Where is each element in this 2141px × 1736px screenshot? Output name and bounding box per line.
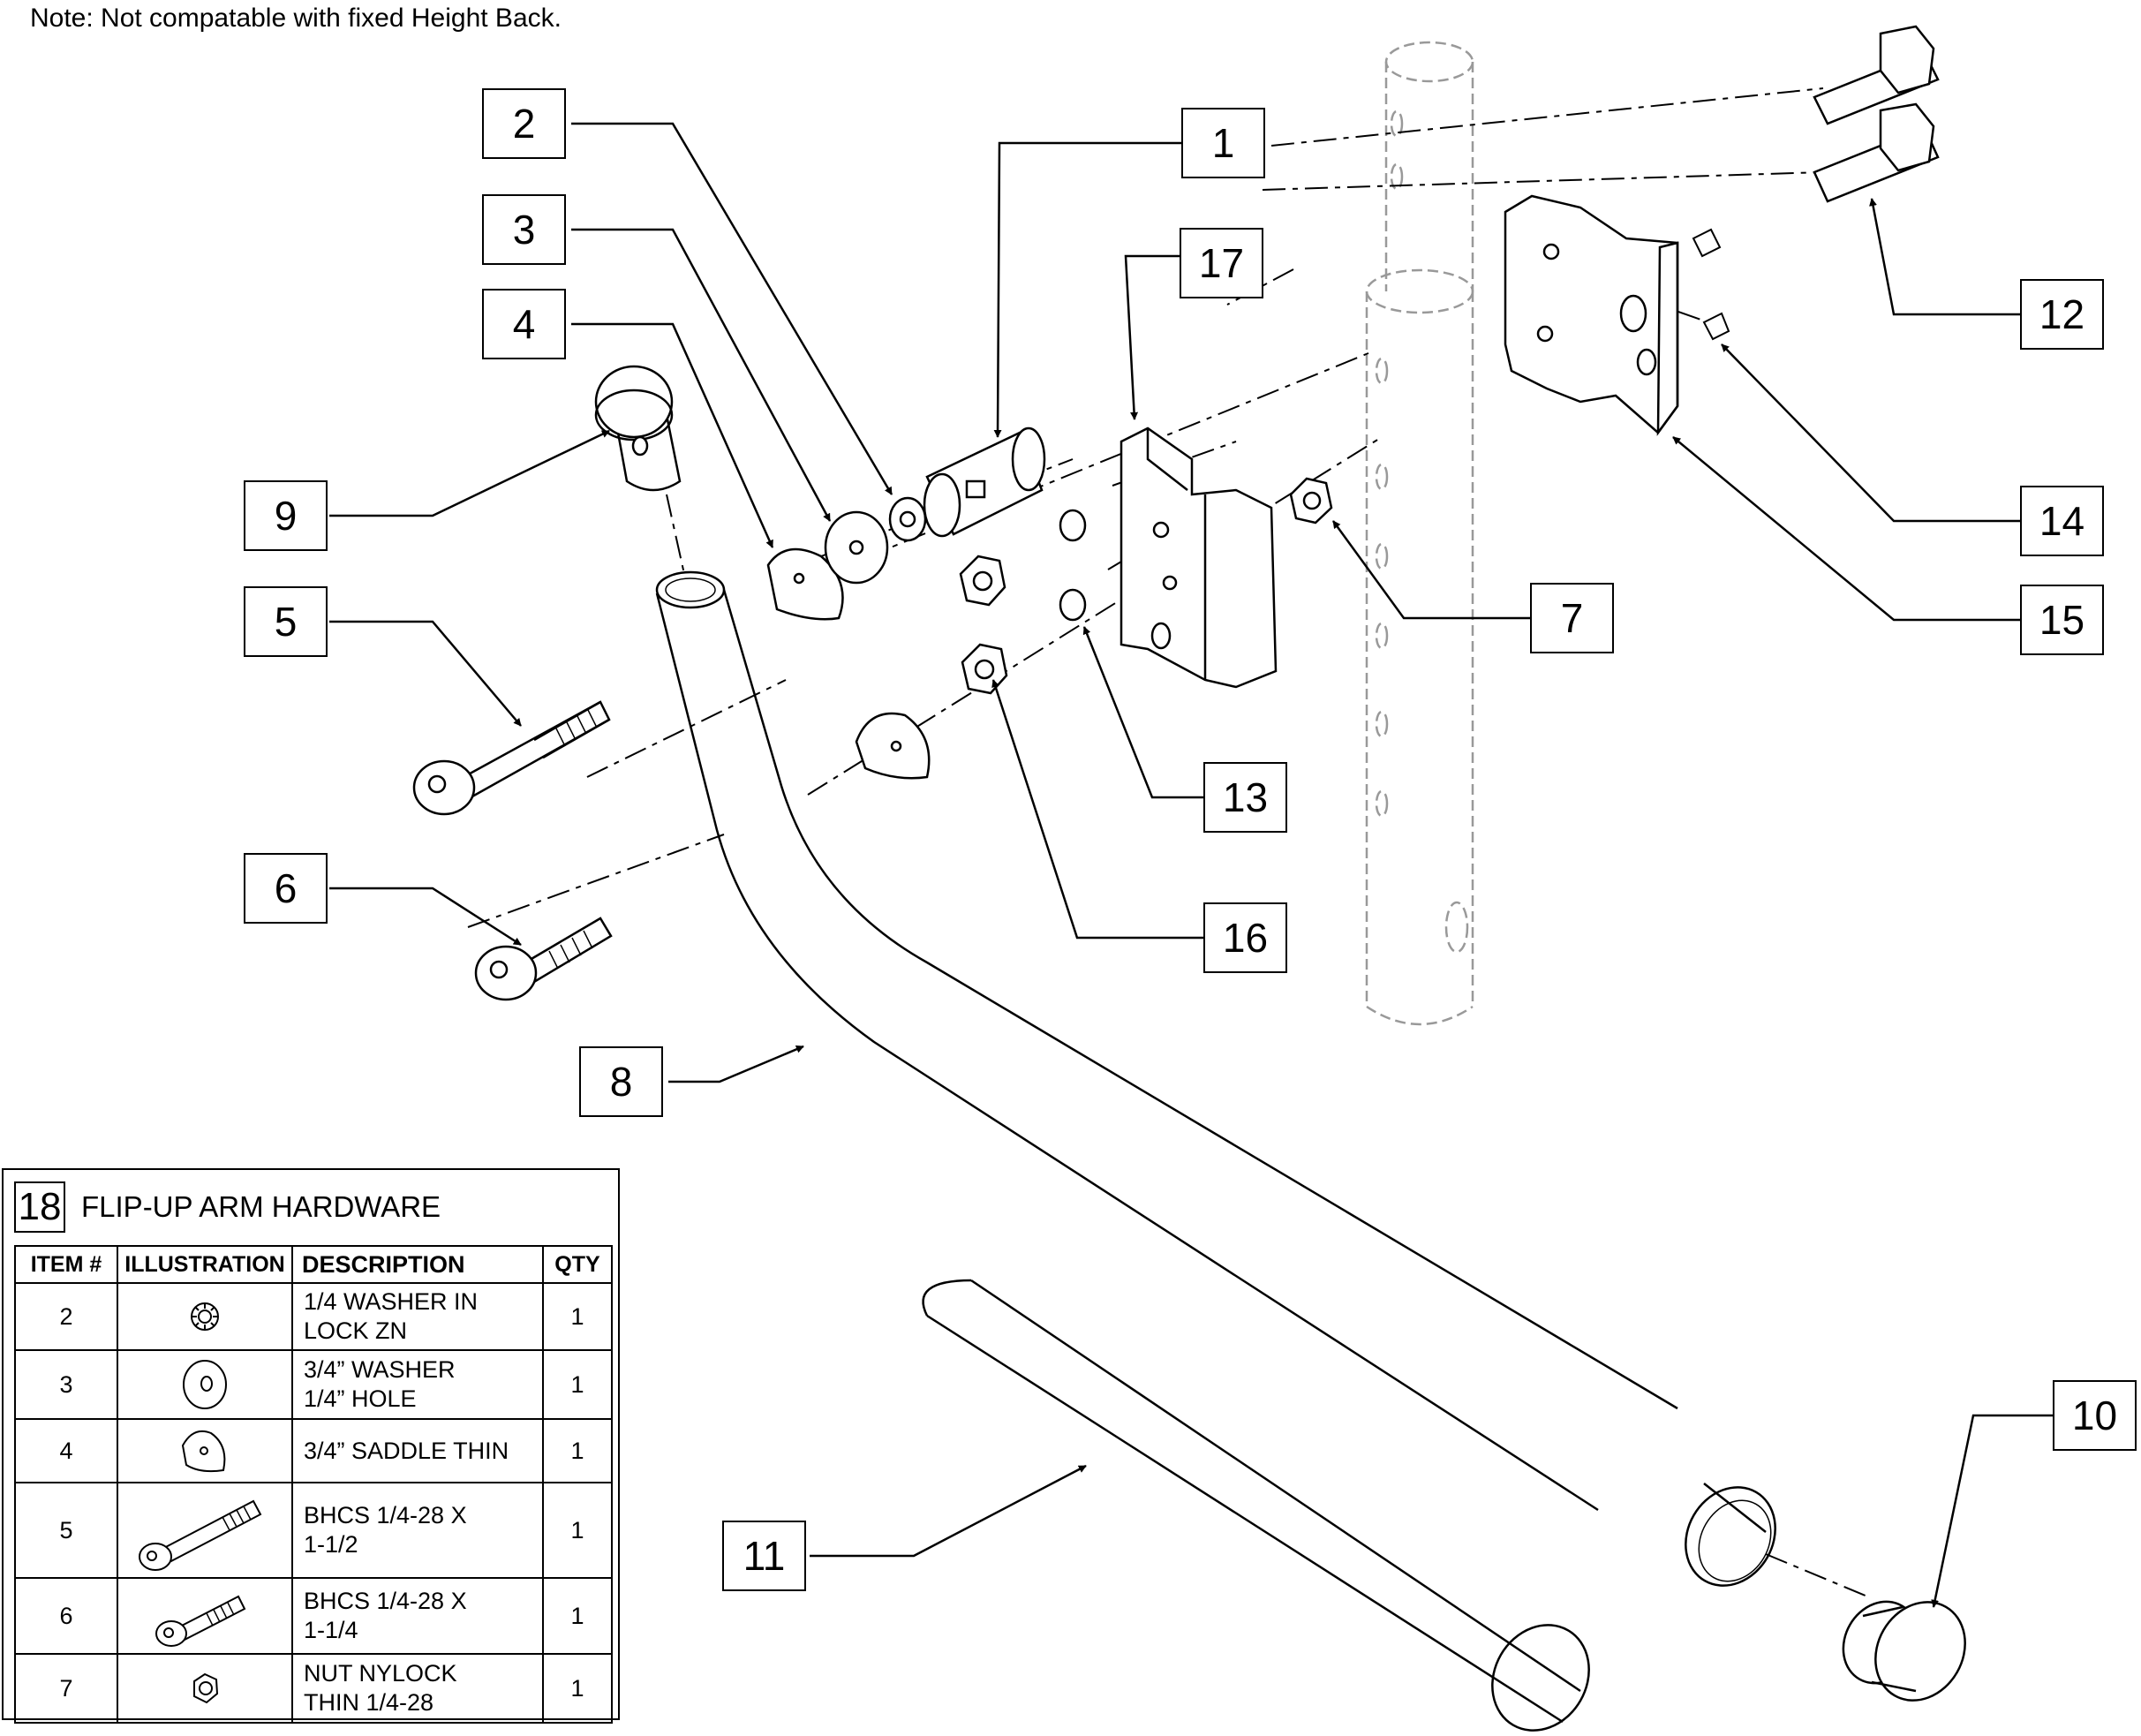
short-screw-icon xyxy=(155,1595,246,1647)
desc-line-2: THIN 1/4-28 xyxy=(304,1689,434,1716)
callout-10: 10 xyxy=(2053,1380,2137,1451)
nylock-nut-lower xyxy=(961,643,1008,695)
long-screw-icon xyxy=(139,1499,262,1571)
row-qty: 1 xyxy=(542,1482,613,1579)
desc-line-2: LOCK ZN xyxy=(304,1317,408,1344)
row-qty: 1 xyxy=(542,1418,613,1483)
arm-pad-tube xyxy=(922,1279,1776,1732)
row-illustration xyxy=(117,1482,293,1579)
row-qty: 1 xyxy=(542,1349,613,1420)
callout-17: 17 xyxy=(1180,228,1263,298)
row-description: 3/4” SADDLE THIN xyxy=(291,1418,544,1483)
knob-plunger xyxy=(594,365,682,492)
row-description: BHCS 1/4-28 X 1-1/2 xyxy=(291,1482,544,1579)
receiver-bracket xyxy=(1120,426,1278,689)
row-item: 2 xyxy=(14,1282,118,1351)
nylock-nut-right xyxy=(1289,477,1333,525)
callout-9: 9 xyxy=(244,480,328,551)
table-row: 5 BHCS 1/4-28 X 1-1/2 1 xyxy=(14,1482,613,1579)
saddle-upper xyxy=(766,547,844,621)
callout-7: 7 xyxy=(1530,583,1614,653)
desc-line-2: 1/4” HOLE xyxy=(304,1385,417,1412)
callout-11: 11 xyxy=(722,1521,806,1591)
spacer-bushing xyxy=(923,426,1046,538)
callout-2: 2 xyxy=(482,88,566,159)
arm-tube xyxy=(655,570,1678,1512)
desc-line-1: BHCS 1/4-28 X xyxy=(304,1588,467,1614)
header-item: ITEM # xyxy=(14,1245,118,1284)
screw-short xyxy=(474,917,613,1001)
desc-line-1: 3/4” SADDLE THIN xyxy=(304,1437,509,1464)
callout-16: 16 xyxy=(1203,902,1287,973)
row-item: 4 xyxy=(14,1418,118,1483)
lock-washer xyxy=(888,496,927,542)
table-header-row: ITEM # ILLUSTRATION DESCRIPTION QTY xyxy=(14,1245,613,1284)
small-washers xyxy=(1059,509,1087,622)
backrest-post-phantom xyxy=(1365,41,1474,1026)
callout-12: 12 xyxy=(2020,279,2104,350)
row-illustration xyxy=(117,1418,293,1483)
row-illustration xyxy=(117,1577,293,1655)
row-item: 7 xyxy=(14,1653,118,1724)
callout-1: 1 xyxy=(1181,108,1265,178)
saddle-icon xyxy=(181,1430,226,1473)
desc-line-1: BHCS 1/4-28 X xyxy=(304,1502,467,1528)
row-illustration xyxy=(117,1349,293,1420)
end-cap xyxy=(1842,1600,1966,1702)
hex-bolt-upper xyxy=(1813,25,1940,125)
desc-line-2: 1-1/2 xyxy=(304,1531,358,1558)
lock-washer-icon xyxy=(191,1302,219,1331)
nylock-nut-upper xyxy=(959,555,1006,607)
screw-long xyxy=(412,700,611,816)
row-qty: 1 xyxy=(542,1653,613,1724)
saddle-lower xyxy=(855,712,931,780)
callout-14: 14 xyxy=(2020,486,2104,556)
flat-washer xyxy=(824,510,889,585)
callout-15: 15 xyxy=(2020,585,2104,655)
parts-table: ITEM # ILLUSTRATION DESCRIPTION QTY 2 1/… xyxy=(14,1245,613,1724)
row-item: 6 xyxy=(14,1577,118,1655)
hex-bolt-lower xyxy=(1813,102,1940,203)
leader-lines xyxy=(329,122,2053,1608)
callout-13: 13 xyxy=(1203,762,1287,833)
row-description: BHCS 1/4-28 X 1-1/4 xyxy=(291,1577,544,1655)
callout-4: 4 xyxy=(482,289,566,359)
row-qty: 1 xyxy=(542,1577,613,1655)
callout-8: 8 xyxy=(579,1046,663,1117)
table-row: 4 3/4” SADDLE THIN 1 xyxy=(14,1418,613,1483)
callout-5: 5 xyxy=(244,586,328,657)
back-clamp-plate xyxy=(1504,194,1679,436)
set-screws xyxy=(1692,228,1730,341)
callout-6: 6 xyxy=(244,853,328,924)
table-title: FLIP-UP ARM HARDWARE xyxy=(81,1190,441,1223)
table-callout-number: 18 xyxy=(14,1181,65,1233)
header-illustration: ILLUSTRATION xyxy=(117,1245,293,1284)
desc-line-1: NUT NYLOCK xyxy=(304,1660,457,1687)
compatibility-note: Note: Not compatable with fixed Height B… xyxy=(30,4,562,33)
desc-line-1: 1/4 WASHER IN xyxy=(304,1288,479,1315)
row-item: 3 xyxy=(14,1349,118,1420)
table-row: 6 BHCS 1/4-28 X 1-1/4 1 xyxy=(14,1577,613,1655)
nylock-nut-icon xyxy=(193,1672,219,1704)
header-description: DESCRIPTION xyxy=(291,1245,544,1284)
flat-washer-icon xyxy=(183,1360,227,1409)
table-heading: 18 FLIP-UP ARM HARDWARE xyxy=(14,1181,441,1234)
desc-line-1: 3/4” WASHER xyxy=(304,1356,456,1383)
callout-3: 3 xyxy=(482,194,566,265)
header-qty: QTY xyxy=(542,1245,613,1284)
row-illustration xyxy=(117,1653,293,1724)
parts-table-panel: 18 FLIP-UP ARM HARDWARE ITEM # ILLUSTRAT… xyxy=(2,1168,620,1724)
row-illustration xyxy=(117,1282,293,1351)
row-item: 5 xyxy=(14,1482,118,1579)
row-qty: 1 xyxy=(542,1282,613,1351)
desc-line-2: 1-1/4 xyxy=(304,1617,358,1643)
